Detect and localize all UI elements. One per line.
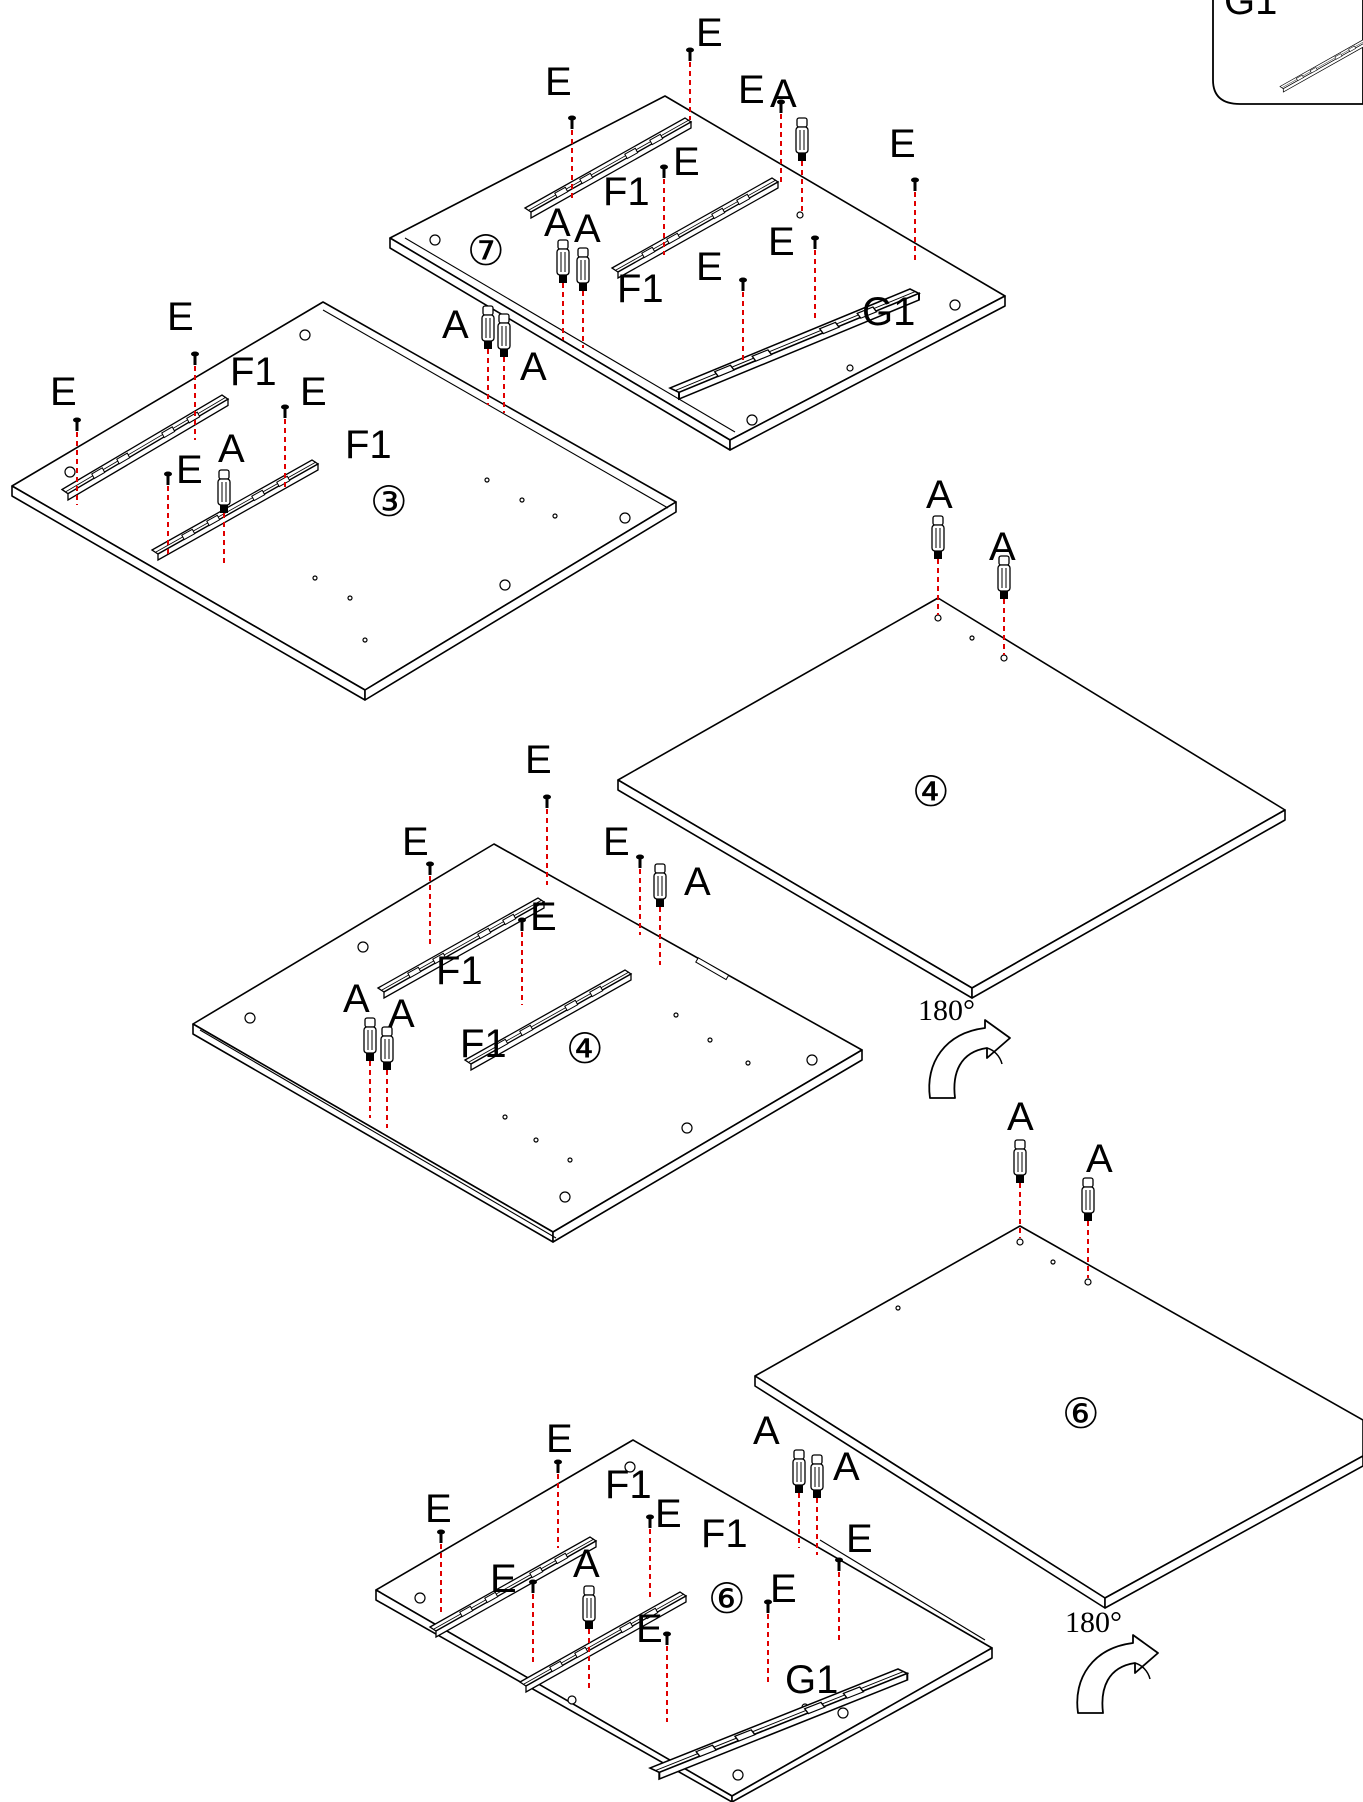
panel-6-rails-assembly: E F1 E E F1 A E A A E E E G1 ⑥: [375, 1409, 993, 1802]
label-f1: F1: [605, 1463, 652, 1507]
label-e: E: [402, 820, 429, 864]
label-e: E: [770, 1567, 797, 1611]
label-f1: F1: [617, 267, 664, 311]
panel-4-rails-assembly: E E E A E F1 A A F1 ④: [192, 738, 863, 1243]
label-e: E: [490, 1557, 517, 1601]
label-e: E: [696, 11, 723, 55]
rotate-180-arrow-icon: [928, 1019, 1011, 1099]
label-a: A: [573, 1542, 600, 1586]
label-e: E: [889, 122, 916, 166]
label-a: A: [1086, 1137, 1113, 1181]
label-e: E: [636, 1607, 663, 1651]
label-f1: F1: [230, 350, 277, 394]
label-e: E: [846, 1517, 873, 1561]
label-e: E: [300, 370, 327, 414]
detail-inset: G1: [1212, 0, 1363, 105]
label-a: A: [520, 345, 547, 389]
label-e: E: [738, 68, 765, 112]
label-f1: F1: [460, 1022, 507, 1066]
label-f1: F1: [345, 423, 392, 467]
label-e: E: [696, 245, 723, 289]
inset-label: G1: [1224, 0, 1277, 23]
panel-number-7: ⑦: [467, 226, 505, 275]
panel-4-flipped-assembly: A A ④ 180°: [617, 473, 1286, 1099]
label-e: E: [530, 895, 557, 939]
panel-6-flipped-assembly: A A ⑥ 180°: [754, 1095, 1363, 1714]
panel-number-6-flipped: ⑥: [1062, 1389, 1100, 1438]
rotation-label-4: 180°: [918, 994, 975, 1027]
label-e: E: [545, 60, 572, 104]
label-e: E: [525, 738, 552, 782]
label-a: A: [388, 992, 415, 1036]
label-a: A: [343, 977, 370, 1021]
panel-3-assembly: E F1 E E F1 A E A A ③: [11, 295, 677, 701]
rotation-label-6: 180°: [1065, 1606, 1122, 1639]
panel-number-6-rails: ⑥: [708, 1574, 746, 1623]
panel-number-4-rails: ④: [566, 1024, 604, 1073]
label-f1: F1: [436, 949, 483, 993]
label-f1: F1: [701, 1512, 748, 1556]
label-e: E: [673, 140, 700, 184]
label-e: E: [546, 1417, 573, 1461]
label-a: A: [544, 201, 571, 245]
label-g1: G1: [862, 290, 915, 334]
label-a: A: [926, 473, 953, 517]
rotate-180-arrow-icon: [1076, 1634, 1159, 1714]
label-e: E: [655, 1492, 682, 1536]
label-g1: G1: [785, 1658, 838, 1702]
label-e: E: [176, 448, 203, 492]
label-a: A: [442, 303, 469, 347]
panel-number-4-flipped: ④: [912, 767, 950, 816]
label-f1: F1: [603, 170, 650, 214]
label-a: A: [770, 72, 797, 116]
label-e: E: [50, 370, 77, 414]
label-a: A: [218, 427, 245, 471]
label-e: E: [167, 295, 194, 339]
label-e: E: [603, 820, 630, 864]
label-a: A: [989, 525, 1016, 569]
label-a: A: [574, 207, 601, 251]
panel-number-3: ③: [370, 477, 408, 526]
label-e: E: [768, 220, 795, 264]
label-a: A: [1007, 1095, 1034, 1139]
panel-7-assembly: E E E A E E F1 A A E E F1 G1 ⑦: [389, 11, 1006, 451]
label-a: A: [833, 1445, 860, 1489]
label-e: E: [425, 1487, 452, 1531]
label-a: A: [684, 860, 711, 904]
label-a: A: [753, 1409, 780, 1453]
